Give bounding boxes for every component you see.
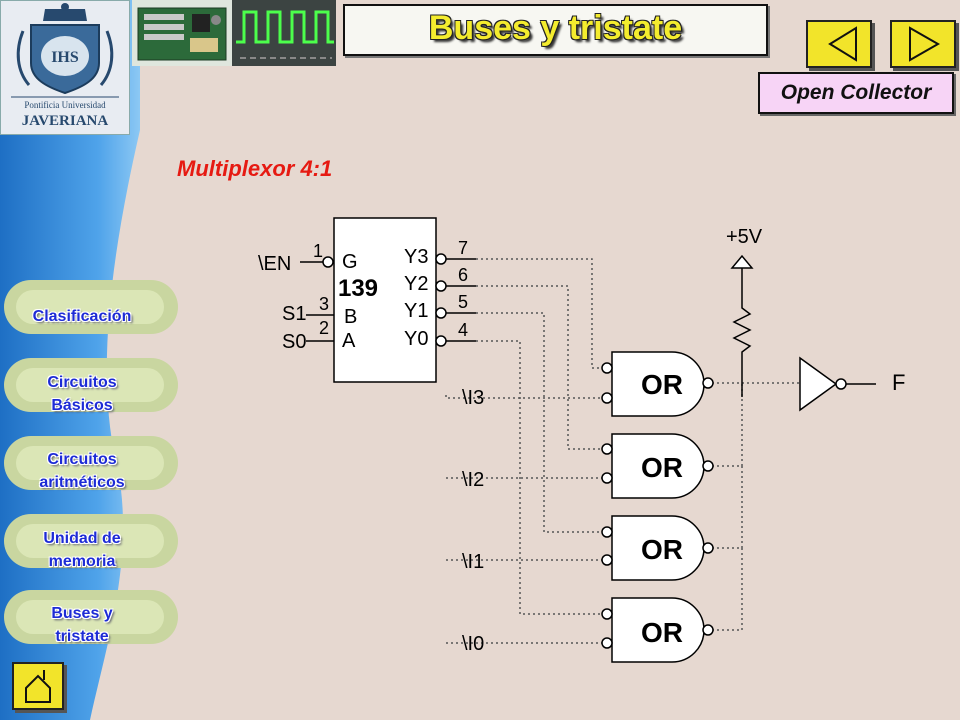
input-signal-s0: S0 bbox=[282, 331, 306, 353]
gate-label: OR bbox=[641, 452, 683, 483]
pin-number: 1 bbox=[313, 241, 323, 261]
pin-number: 7 bbox=[458, 238, 468, 258]
page-title: Buses y tristate bbox=[428, 9, 683, 47]
data-input-label: \I1 bbox=[462, 551, 484, 573]
chip-output-name: Y2 bbox=[404, 273, 428, 295]
gate-label: OR bbox=[641, 617, 683, 648]
sidebar-item-label: Básicos bbox=[51, 397, 113, 414]
data-input-label: \I0 bbox=[462, 633, 484, 655]
or-gate: OR bbox=[601, 433, 714, 499]
next-button[interactable] bbox=[890, 20, 956, 68]
logo-line1: Pontificia Universidad bbox=[24, 100, 106, 110]
decoder-chip bbox=[333, 217, 437, 383]
pin-number: 4 bbox=[458, 320, 468, 340]
sidebar-item-label: Buses y bbox=[51, 605, 113, 622]
output-label: F bbox=[892, 370, 905, 395]
supply-label: +5V bbox=[726, 226, 763, 248]
section-label: Open Collector bbox=[780, 81, 932, 104]
sidebar-item-buses-y-tristate[interactable]: Buses y tristate bbox=[2, 586, 180, 648]
home-button[interactable] bbox=[12, 662, 64, 710]
sidebar-item-label: Circuitos bbox=[47, 451, 117, 468]
gate-label: OR bbox=[641, 534, 683, 565]
or-gate: OR bbox=[601, 597, 714, 663]
gate-label: OR bbox=[641, 369, 683, 400]
university-logo: IHS Pontificia Universidad JAVERIANA bbox=[0, 0, 130, 135]
or-gate: OR bbox=[601, 351, 714, 417]
or-gate: OR bbox=[601, 515, 714, 581]
triangle-right-icon bbox=[909, 26, 941, 62]
pin-number: 6 bbox=[458, 265, 468, 285]
sidebar-item-label: memoria bbox=[48, 553, 116, 570]
input-signal-s1: S1 bbox=[282, 303, 306, 325]
svg-text:IHS: IHS bbox=[51, 49, 79, 66]
data-input-label: \I2 bbox=[462, 469, 484, 491]
sidebar-item-circuitos-aritmeticos[interactable]: Circuitos aritméticos bbox=[2, 432, 180, 494]
pin-number: 3 bbox=[319, 294, 329, 314]
sidebar-item-circuitos-basicos[interactable]: Circuitos Básicos bbox=[2, 354, 180, 416]
supply-symbol bbox=[730, 254, 754, 269]
triangle-left-icon bbox=[828, 26, 857, 62]
pin-number: 2 bbox=[319, 318, 329, 338]
chip-output-name: Y3 bbox=[404, 246, 428, 268]
inversion-bubble bbox=[322, 256, 334, 268]
sidebar-item-clasificacion[interactable]: Clasificación bbox=[2, 276, 180, 338]
chip-pin-name: A bbox=[342, 330, 356, 352]
motherboard-image bbox=[132, 0, 232, 66]
sidebar-item-label: tristate bbox=[55, 628, 109, 645]
sidebar-item-label: Unidad de bbox=[43, 530, 121, 547]
chip-pin-name: B bbox=[344, 306, 357, 328]
data-input-label: \I3 bbox=[462, 387, 484, 409]
home-icon bbox=[25, 670, 51, 703]
chip-output-name: Y0 bbox=[404, 328, 428, 350]
title-box: Buses y tristate bbox=[343, 4, 768, 56]
oscilloscope-image bbox=[232, 0, 336, 66]
pin-number: 5 bbox=[458, 292, 468, 312]
input-signal-en: \EN bbox=[258, 253, 291, 275]
pull-up-resistor bbox=[732, 268, 752, 397]
sidebar-item-label: aritméticos bbox=[39, 474, 125, 491]
section-label-box: Open Collector bbox=[758, 72, 954, 114]
chip-pin-name: G bbox=[342, 251, 358, 273]
output-buffer bbox=[799, 356, 838, 412]
chip-number: 139 bbox=[338, 275, 378, 302]
logo-line2: JAVERIANA bbox=[22, 113, 109, 129]
sidebar-item-label: Clasificación bbox=[32, 308, 132, 325]
sidebar-item-label: Circuitos bbox=[47, 374, 117, 391]
chip-output-name: Y1 bbox=[404, 300, 428, 322]
diagram-title: Multiplexor 4:1 bbox=[177, 156, 333, 181]
sidebar-item-unidad-de-memoria[interactable]: Unidad de memoria bbox=[2, 510, 180, 572]
previous-button[interactable] bbox=[806, 20, 872, 68]
